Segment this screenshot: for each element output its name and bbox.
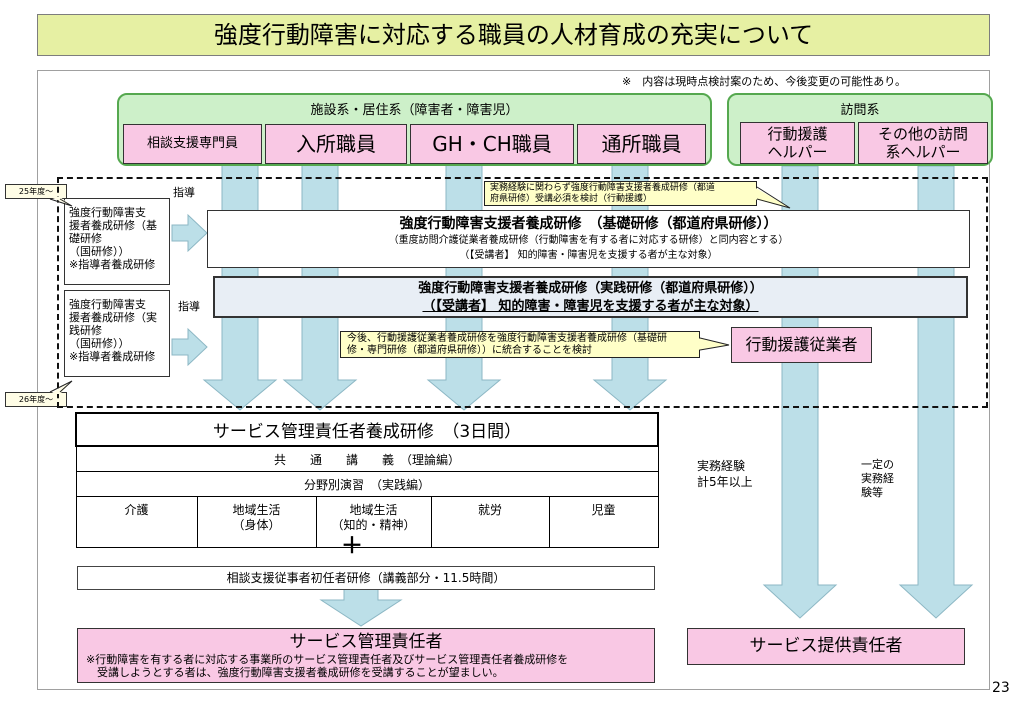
- guidance-label-practical: 指導: [178, 300, 200, 313]
- facility-group-label: 施設系・居住系（障害者・障害児）: [310, 103, 519, 118]
- prefectural-basic-title: 強度行動障害支援者養成研修 （基礎研修（都道府県研修））: [399, 216, 778, 232]
- service-manager-title: サービス管理責任者: [289, 632, 443, 652]
- consultation-training-box: 相談支援従事者初任者研修（講義部分・11.5時間）: [77, 566, 655, 590]
- prefectural-basic-target: （【受講者】 知的障害・障害児を支援する者が主な対象）: [459, 250, 718, 261]
- prefectural-basic-training-box: 強度行動障害支援者養成研修 （基礎研修（都道府県研修）） （重度訪問介護従業者養…: [207, 210, 970, 268]
- slide-title: 強度行動障害に対応する職員の人材育成の充実について: [37, 14, 990, 56]
- role-consultant: 相談支援専門員: [123, 124, 262, 164]
- visiting-group-label: 訪問系: [840, 103, 880, 118]
- callout-integration-plan: 今後、行動援護従業者養成研修を強度行動障害支援者養成研修（基礎研 修・専門研修（…: [340, 331, 700, 358]
- national-basic-training-box: 強度行動障害支 援者養成研修（基 礎研修 （国研修）） ※指導者養成研修: [64, 198, 170, 285]
- role-behavior-support-helper: 行動援護 ヘルパー: [740, 122, 855, 164]
- field-cell-community-intellectual: 地域生活 （知的・精神）: [315, 496, 432, 548]
- field-cell-community-physical: 地域生活 （身体）: [196, 496, 317, 548]
- page-number: 23: [992, 680, 1010, 696]
- guidance-label-basic: 指導: [173, 186, 195, 199]
- service-provider-manager-box: サービス提供責任者: [687, 628, 965, 665]
- experience-certain-label: 一定の 実務経 験等: [861, 458, 894, 499]
- service-manager-box: サービス管理責任者 ※行動障害を有する者に対応する事業所のサービス管理責任者及び…: [77, 628, 655, 683]
- field-cell-children: 児童: [548, 496, 659, 548]
- service-manager-note: ※行動障害を有する者に対応する事業所のサービス管理責任者及びサービス管理責任者養…: [86, 653, 569, 679]
- role-day-service-staff: 通所職員: [577, 124, 706, 164]
- role-other-visiting-helper: その他の訪問 系ヘルパー: [858, 122, 988, 164]
- facility-group: 施設系・居住系（障害者・障害児） 相談支援専門員 入所職員 GH・CH職員 通所…: [117, 93, 712, 166]
- sabikan-training-table: サービス管理責任者養成研修 （3日間） 共 通 講 義 （理論編） 分野別演習 …: [74, 412, 660, 548]
- common-lecture-row: 共 通 講 義 （理論編）: [75, 445, 659, 472]
- plus-sign: ＋: [341, 534, 364, 559]
- experience-5yr-label: 実務経験 計5年以上: [697, 459, 753, 489]
- role-residential-staff: 入所職員: [265, 124, 407, 164]
- since-badge-practical: 26年度～: [5, 392, 67, 407]
- disclaimer-note: ※ 内容は現時点検討案のため、今後変更の可能性あり。: [622, 75, 906, 88]
- visiting-group: 訪問系 行動援護 ヘルパー その他の訪問 系ヘルパー: [727, 93, 993, 166]
- role-gh-ch-staff: GH・CH職員: [410, 124, 574, 164]
- prefectural-practical-title: 強度行動障害支援者養成研修（実践研修（都道府県研修））: [418, 281, 763, 296]
- prefectural-practical-target: （【受講者】 知的障害・障害児を支援する者が主な対象）: [422, 299, 759, 314]
- field-cell-employment: 就労: [430, 496, 550, 548]
- field-cell-care: 介護: [75, 496, 198, 548]
- sabikan-training-title: サービス管理責任者養成研修 （3日間）: [74, 412, 660, 447]
- field-practice-row: 分野別演習 （実践編）: [75, 471, 659, 497]
- behavior-support-worker-box: 行動援護従業者: [731, 327, 872, 363]
- national-practical-training-box: 強度行動障害支 援者養成研修（実 践研修 （国研修）） ※指導者養成研修: [64, 290, 170, 377]
- prefectural-basic-content-note: （重度訪問介護従業者養成研修（行動障害を有する者に対応する研修）と同内容とする）: [388, 235, 789, 246]
- since-badge-basic: 25年度～: [5, 184, 67, 199]
- callout-experience-requirement: 実務経験に関わらず強度行動障害支援者養成研修（都道 府県研修）受講必須を検討（行…: [484, 181, 757, 206]
- prefectural-practical-training-box: 強度行動障害支援者養成研修（実践研修（都道府県研修）） （【受講者】 知的障害・…: [213, 276, 968, 318]
